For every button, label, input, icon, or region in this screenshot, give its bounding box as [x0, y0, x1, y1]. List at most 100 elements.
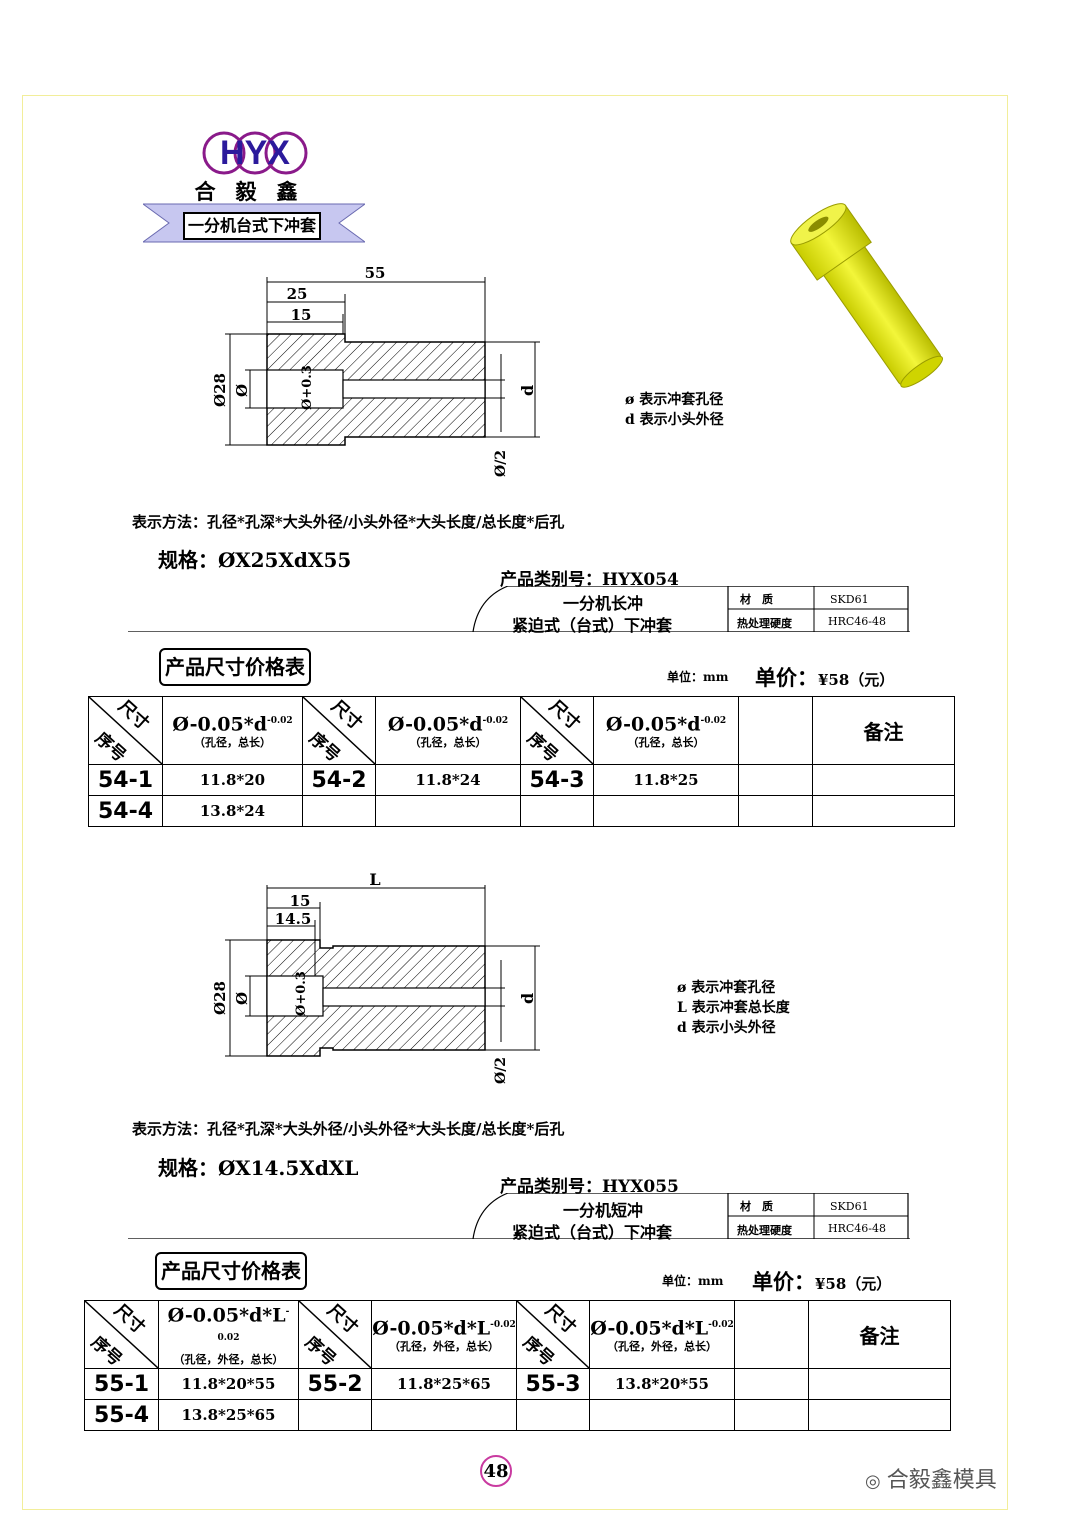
col-tol: -0.02 [490, 1319, 516, 1330]
title-block-1 [128, 586, 910, 632]
col-header: Ø-0.05*d*L-0.02 （孔径，外径，总长） [589, 1300, 735, 1369]
row-no [516, 1399, 590, 1431]
row-value: 11.8*25*65 [371, 1368, 517, 1400]
dim-back-hole: Ø/2 [493, 1057, 509, 1084]
dim-hole-dia: Ø [233, 384, 251, 397]
dim-hole-dia: Ø [233, 992, 251, 1005]
diag-header-cell: 尺寸 序号 [298, 1300, 372, 1370]
col-main: Ø-0.05*d [172, 713, 267, 736]
drawing-2: L 15 14.5 Ø28 Ø Ø+0.3 d Ø/2 [211, 870, 540, 1084]
row-no [520, 795, 594, 827]
price-table-title-2: 产品尺寸价格表 [155, 1252, 307, 1290]
dim-hole: 15 [291, 306, 312, 324]
diag-header-cell: 尺寸 序号 [520, 696, 594, 766]
title-line1-2: 一分机短冲 [563, 1201, 644, 1220]
watermark-text: 合毅鑫模具 [886, 1468, 997, 1493]
table-row: 54-4 13.8*24 [88, 795, 955, 827]
dim-hole-tol: Ø+0.3 [294, 971, 309, 1016]
dim-big-dia: Ø28 [211, 373, 229, 407]
col-main: Ø-0.05*d [605, 713, 701, 736]
diag-header-cell: 尺寸 序号 [302, 696, 376, 766]
remark-header: 备注 [808, 1300, 951, 1369]
part-3d-image [790, 203, 943, 388]
hardness-label-1: 热处理硬度 [737, 617, 792, 630]
col-header: Ø-0.05*d-0.02 （孔径，总长） [593, 696, 739, 765]
note-2: d 表示小头外径 [625, 412, 724, 428]
unit-1: 单位：mm [667, 670, 729, 684]
row-value: 13.8*24 [162, 795, 303, 827]
col-main: Ø-0.05*d*L [590, 1317, 709, 1340]
price-2: 单价：¥58（元） [752, 1266, 891, 1296]
note-1: ø 表示冲套孔径 [625, 392, 724, 408]
watermark: ◎合毅鑫模具 [865, 1462, 997, 1494]
dim-hole-tol: Ø+0.3 [300, 365, 315, 410]
dim-small-dia: d [518, 993, 537, 1004]
row-value [593, 795, 739, 827]
row-value: 13.8*25*65 [158, 1399, 299, 1431]
product-code-1: 产品类别号：HYX054 [500, 570, 679, 590]
title-line1-1: 一分机长冲 [563, 594, 644, 613]
price-value-2: ¥58（元） [815, 1275, 892, 1293]
price-label-2: 单价： [752, 1269, 815, 1294]
col-header: Ø-0.05*d-0.02 （孔径，总长） [162, 696, 303, 765]
row-value: 11.8*20*55 [158, 1368, 299, 1400]
note-1: ø 表示冲套孔径 [677, 980, 776, 996]
spec-1: 规格：ØX25XdX55 [158, 548, 352, 572]
table-row: 54-1 11.8*20 54-2 11.8*24 54-3 11.8*25 [88, 764, 955, 796]
col-header: Ø-0.05*d*L-0.02 （孔径，外径，总长） [371, 1300, 517, 1369]
row-no: 54-1 [88, 764, 163, 796]
hardness-value-2: HRC46-48 [828, 1222, 887, 1235]
material-label-1: 材 质 [740, 593, 773, 606]
price-value-1: ¥58（元） [818, 671, 895, 689]
material-value-2: SKD61 [830, 1200, 869, 1213]
wechat-icon: ◎ [865, 1471, 881, 1492]
price-table-2: 尺寸 序号 Ø-0.05*d*L-0.02 （孔径，外径，总长） 尺寸 序号 Ø… [84, 1300, 951, 1431]
row-no: 54-4 [88, 795, 163, 827]
dim-back-hole: Ø/2 [493, 450, 509, 477]
col-tol: -0.02 [266, 715, 293, 726]
diag-header-cell: 尺寸 序号 [88, 696, 163, 766]
hardness-label-2: 热处理硬度 [737, 1224, 792, 1237]
row-no: 54-2 [302, 764, 376, 796]
title-block-2 [128, 1193, 910, 1239]
row-no: 55-2 [298, 1368, 372, 1400]
drawing1-notes: ø 表示冲套孔径 d 表示小头外径 [625, 390, 724, 430]
method-2: 表示方法：孔径*孔深*大头外径/小头外径*大头长度/总长度*后孔 [132, 1120, 565, 1138]
row-value: 11.8*24 [375, 764, 521, 796]
title-line2-1: 紧迫式（台式）下冲套 [512, 616, 673, 635]
col-sub: （孔径，外径，总长） [607, 1340, 717, 1354]
col-tol: -0.02 [708, 1319, 734, 1330]
row-no: 55-3 [516, 1368, 590, 1400]
price-table-title-1: 产品尺寸价格表 [159, 648, 311, 686]
method-1: 表示方法：孔径*孔深*大头外径/小头外径*大头长度/总长度*后孔 [132, 513, 565, 531]
row-value: 11.8*25 [593, 764, 739, 796]
remark-header: 备注 [812, 696, 955, 765]
col-sub: （孔径，总长） [409, 736, 487, 750]
price-label-1: 单价： [755, 665, 818, 690]
diag-header-cell: 尺寸 序号 [516, 1300, 590, 1370]
empty-header [738, 696, 813, 765]
col-tol: -0.02 [217, 1307, 290, 1343]
row-no [298, 1399, 372, 1431]
page-frame [22, 95, 1008, 1510]
row-value [589, 1399, 735, 1431]
price-1: 单价：¥58（元） [755, 662, 894, 692]
col-main: Ø-0.05*d [387, 713, 483, 736]
col-header: Ø-0.05*d-0.02 （孔径，总长） [375, 696, 521, 765]
col-header: Ø-0.05*d*L-0.02 （孔径，外径，总长） [158, 1300, 299, 1369]
dim-hole: 14.5 [275, 910, 312, 928]
drawing-1: 55 25 15 Ø28 Ø Ø+0.3 d Ø/2 [211, 264, 540, 477]
row-value [375, 795, 521, 827]
row-value [371, 1399, 517, 1431]
dim-big-dia: Ø28 [211, 981, 229, 1015]
page-number: 48 [480, 1455, 512, 1487]
col-sub: （孔径，外径，总长） [173, 1352, 284, 1366]
dim-total: 55 [365, 264, 386, 282]
col-main: Ø-0.05*d*L [372, 1317, 491, 1340]
title-line2-2: 紧迫式（台式）下冲套 [512, 1223, 673, 1242]
category-label: 一分机台式下冲套 [183, 212, 321, 240]
material-value-1: SKD61 [830, 593, 869, 606]
row-value: 13.8*20*55 [589, 1368, 735, 1400]
row-no [302, 795, 376, 827]
col-sub: （孔径，总长） [194, 736, 271, 750]
